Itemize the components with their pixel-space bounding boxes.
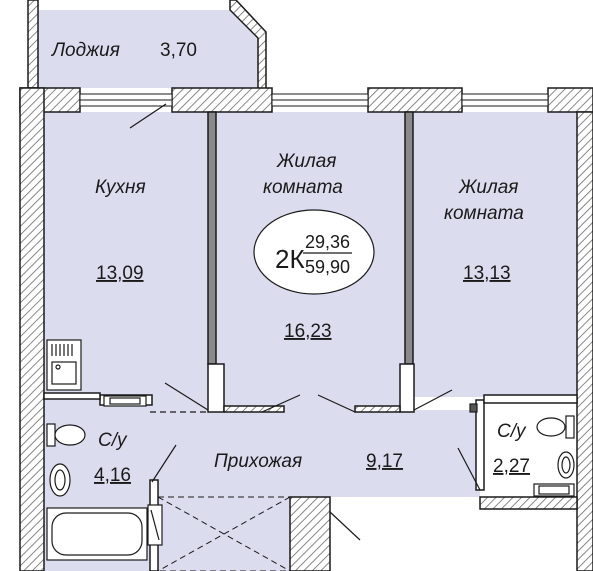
door-bath2-leaf [457, 447, 481, 491]
radiator-2-icon [533, 483, 575, 497]
door-living1-leaf [261, 394, 301, 413]
left-wall [19, 87, 45, 571]
right-wall [576, 111, 593, 571]
toilet-2-icon [536, 415, 575, 439]
walls [19, 0, 593, 571]
bath2-name: С/у [497, 421, 527, 442]
apartment-type: 2К [275, 244, 305, 274]
top-wall-mid2 [367, 87, 463, 113]
sink-2-icon [557, 451, 575, 479]
total-area-value: 59,90 [305, 257, 350, 277]
partition-living-living [404, 111, 414, 365]
door-living2-leaf [317, 394, 356, 413]
partition-door-right [399, 363, 415, 413]
living2-name-line1: Жилая [458, 177, 518, 198]
loggia-wall [27, 0, 39, 89]
bath-bottom-wall [289, 496, 331, 571]
hallway-name: Прихожая [214, 451, 302, 472]
bath1-name: С/у [98, 430, 128, 451]
kitchen-area-value: 13,09 [96, 263, 144, 284]
living1-area-value: 16,23 [284, 321, 332, 342]
sink-icon [49, 463, 71, 497]
bathtub-icon [46, 507, 148, 561]
living-room-2-area [413, 112, 577, 397]
living1-name-line2: комната [263, 177, 343, 198]
fixtures [46, 339, 575, 561]
living-area-value: 29,36 [305, 232, 350, 252]
partition-bath2-top [483, 394, 578, 404]
wall-marker [469, 403, 478, 413]
kitchen-name: Кухня [95, 177, 146, 198]
radiator-icon [103, 395, 147, 407]
hall-right-bottom-wall [479, 496, 578, 510]
partition-kitchen-living [207, 111, 217, 365]
living1-name-line1: Жилая [276, 151, 336, 172]
partition-bath2-left [475, 399, 485, 491]
apartment-badge: 2К 29,36 59,90 [253, 209, 375, 295]
loggia-area-value: 3,70 [160, 40, 197, 61]
living2-name-line2: комната [444, 203, 524, 224]
door-kitchen-leaf [164, 382, 209, 411]
partition-kitchen-bottom [43, 392, 101, 400]
bath2-area-value: 2,27 [493, 456, 530, 477]
partition-bottom-living1 [223, 405, 285, 413]
windows [79, 93, 549, 107]
top-wall-mid1 [171, 87, 273, 113]
loggia-name: Лоджия [50, 40, 120, 61]
toilet-icon [46, 423, 86, 447]
door-bath1-leaf [151, 444, 177, 483]
room-labels: Лоджия 3,70 Кухня 13,09 Жилая комната 16… [50, 40, 530, 486]
stove-icon [46, 339, 82, 391]
doors [129, 103, 481, 541]
hallway-area-value: 9,17 [366, 451, 403, 472]
loggia-side-wall [229, 0, 267, 93]
door-living2b-leaf [413, 389, 453, 411]
bath1-area-value: 4,16 [94, 465, 131, 486]
door-loggia-leaf [129, 103, 167, 129]
door-entry-leaf [329, 511, 361, 541]
washer-icon [147, 504, 163, 546]
living2-area-value: 13,13 [463, 263, 511, 284]
partition-bottom-living2 [354, 405, 401, 413]
partition-door-left [207, 363, 225, 413]
loggia-area [38, 10, 258, 88]
top-wall-right [547, 87, 593, 113]
